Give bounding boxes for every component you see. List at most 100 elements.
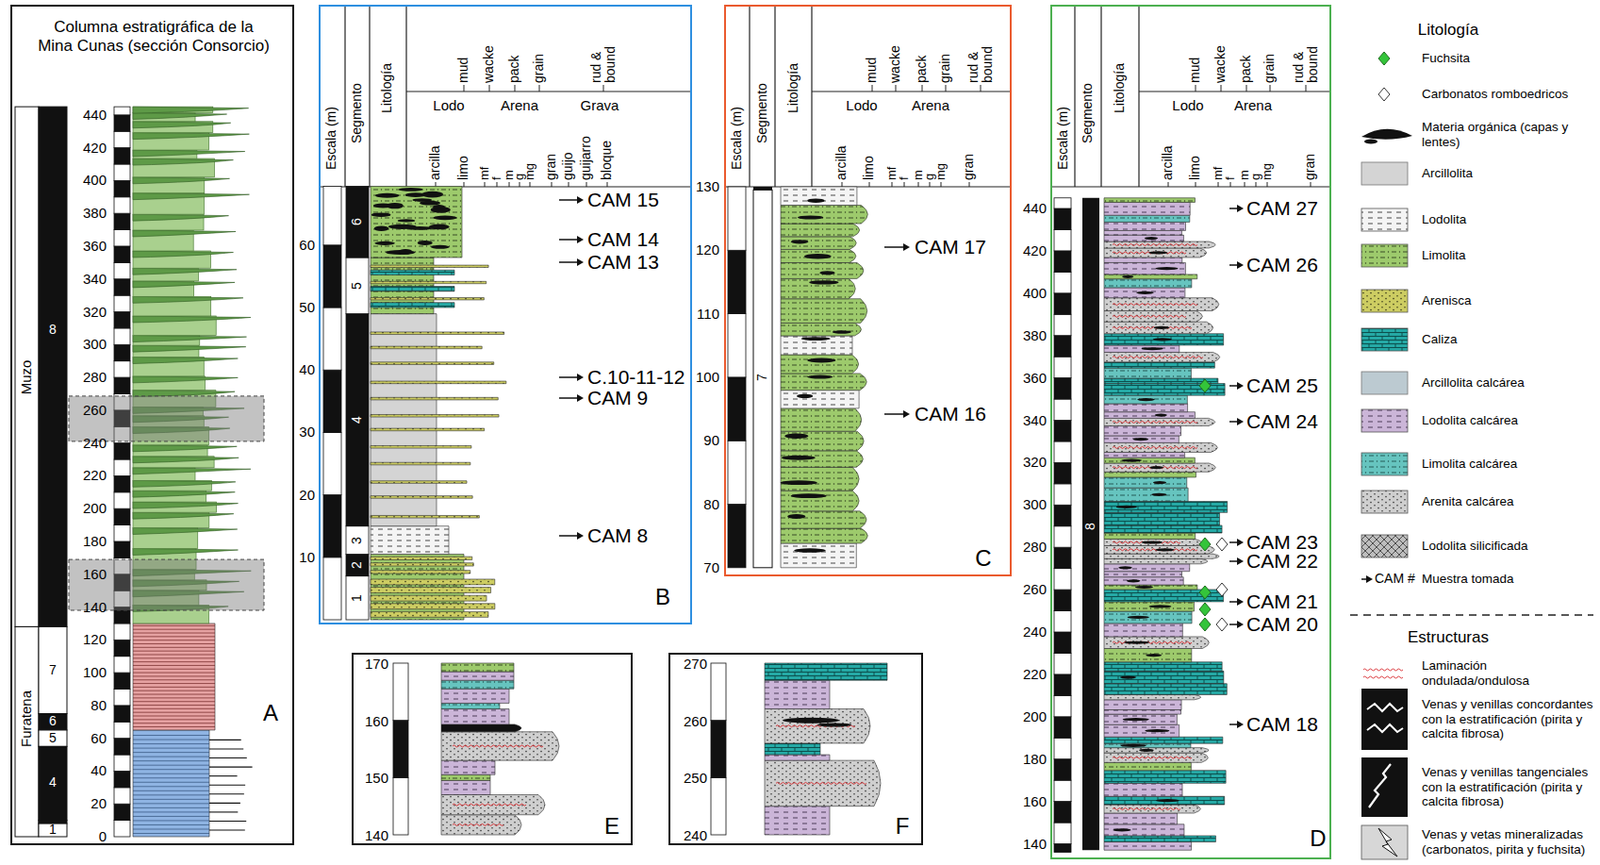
- calcareous-arenite-bed: [1104, 553, 1220, 559]
- bed: [764, 662, 888, 680]
- calcareous-mudstone-bed: [1104, 201, 1190, 215]
- figure-label: 1: [49, 822, 57, 837]
- legend-swatch: [1361, 289, 1408, 313]
- figure-label: pack: [1238, 54, 1254, 83]
- arrow-head: [577, 531, 584, 540]
- legend-text: Fuchsita: [1421, 50, 1598, 66]
- scale-bar: [323, 431, 342, 495]
- scale-bar: [114, 787, 131, 804]
- figure-label: 150: [364, 770, 389, 787]
- bedding-line: [132, 742, 210, 744]
- organic-lens: [398, 248, 413, 255]
- bedding-line: [132, 653, 215, 655]
- rule-line: [748, 6, 750, 187]
- limestone-tongue: [132, 132, 249, 140]
- calcareous-mudstone-bed: [1104, 412, 1195, 419]
- scale-bar: [114, 623, 131, 640]
- figure-label: 100: [695, 369, 720, 386]
- axis-tick: [895, 84, 897, 92]
- arrow-head: [1237, 720, 1244, 728]
- figure-label: rud & bound: [1291, 39, 1321, 83]
- wavy-lamination: [1363, 668, 1403, 671]
- bedding-line: [132, 718, 215, 720]
- rule-line: [1050, 185, 1332, 187]
- organic-lens: [1141, 540, 1163, 544]
- figure-label: 260: [683, 712, 708, 729]
- figure-label: Escala (m): [729, 106, 744, 170]
- wavy-lamination: [1112, 445, 1198, 448]
- figure-label: Segmento: [349, 82, 364, 144]
- limestone-tongue: [132, 193, 249, 200]
- bedding-line: [132, 790, 210, 792]
- scale-bar: [1054, 293, 1072, 314]
- scale-bar: [1054, 398, 1072, 420]
- sample-arrow: [884, 412, 905, 415]
- calcareous-arenite-bed: [1104, 752, 1208, 762]
- calcareous-mudstone-bed: [1104, 812, 1178, 825]
- arrow-head: [1237, 620, 1244, 628]
- figure-label: 340: [82, 270, 107, 287]
- scale-bar: [114, 770, 131, 787]
- legend-divider: [1350, 613, 1594, 616]
- calcareous-siltstone-bed: [1104, 279, 1192, 288]
- limestone-bed: [1104, 835, 1216, 842]
- limestone-bed: [1104, 770, 1226, 784]
- limestone-tongue: [132, 113, 228, 120]
- bedding-line: [132, 793, 210, 795]
- rule-line: [1138, 90, 1332, 92]
- axis-tick: [435, 181, 437, 187]
- arrow-head: [577, 373, 584, 381]
- sandstone-stringer: [370, 280, 487, 283]
- scale-bar: [1054, 674, 1072, 695]
- scale-bar: [114, 541, 131, 558]
- sandstone-stringer: [370, 264, 489, 267]
- legend-text: Venas y venillas concordantes con la est…: [1421, 696, 1598, 742]
- figure-label: 10: [298, 549, 315, 566]
- scale-bar: [323, 245, 342, 308]
- scale-bar: [1054, 335, 1072, 357]
- scale-bar: [727, 249, 746, 314]
- figure-label: 240: [82, 434, 107, 451]
- figure-label: 90: [703, 432, 720, 449]
- calcareous-mudstone-bed: [1104, 699, 1182, 710]
- calcareous-arenite-bed: [1104, 636, 1209, 649]
- limestone-bed: [1104, 661, 1222, 672]
- figure-label: 400: [82, 172, 107, 189]
- sandstone-bed: [370, 610, 489, 617]
- legend-text: Arcillolita: [1421, 165, 1598, 182]
- mineral-marker: [1199, 379, 1211, 393]
- wavy-lamination: [452, 823, 504, 825]
- scale-bar: [1054, 822, 1072, 843]
- limestone-tongue: [132, 345, 247, 352]
- siltstone-bed: [780, 278, 856, 298]
- siltstone-bed: [780, 322, 861, 336]
- figure-label: limo: [1187, 155, 1203, 181]
- limestone-bed: [1104, 683, 1227, 695]
- scale-bar: [393, 776, 409, 835]
- figure-label: pack: [914, 54, 929, 83]
- bed: [441, 814, 522, 835]
- red-bed-unit: [132, 623, 215, 730]
- scale-bar: [393, 720, 409, 778]
- bedding-line: [132, 722, 215, 724]
- organic-lens: [807, 197, 825, 203]
- calcareous-mudstone-bed: [1104, 345, 1180, 352]
- scale-bar: [323, 557, 342, 620]
- figure-label: 20: [90, 795, 107, 812]
- bed: [764, 742, 821, 755]
- legend-text: Lodolita calcárea: [1421, 412, 1598, 429]
- figure-label: 50: [298, 299, 315, 316]
- organic-lens: [780, 479, 818, 485]
- figure-label: 240: [1022, 624, 1047, 641]
- figure-label: 160: [364, 712, 389, 729]
- legend-swatch: [1361, 162, 1408, 185]
- bed: [441, 688, 510, 703]
- limestone-unit: [132, 729, 210, 837]
- calcareous-mudstone-bed: [1104, 234, 1184, 242]
- mineral-marker: [1199, 537, 1211, 551]
- bed: [441, 774, 491, 780]
- sandstone-stringer: [370, 380, 507, 384]
- calcareous-mudstone-bed: [1104, 571, 1183, 578]
- figure-label: Litología: [1112, 63, 1127, 114]
- bedding-line: [132, 686, 215, 688]
